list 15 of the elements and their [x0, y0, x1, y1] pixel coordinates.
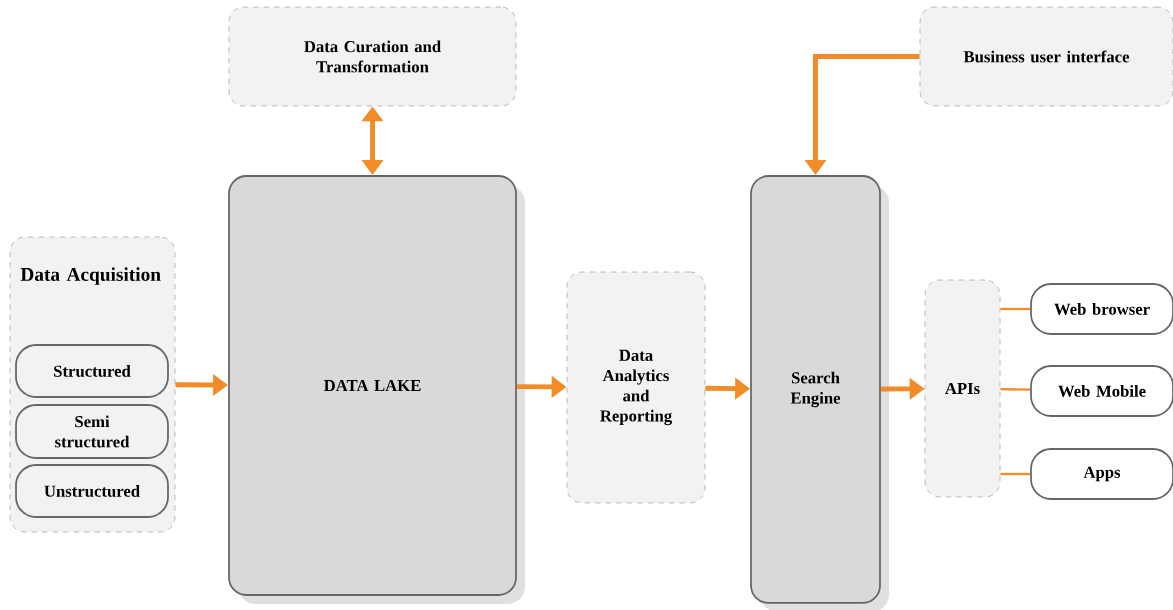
dashed-box: Data Analytics and Reporting [566, 271, 706, 504]
dashed-box: Data Curation and Transformation [228, 6, 517, 107]
rounded-box: Web browser [1030, 283, 1173, 335]
connector-line [1000, 388, 1031, 391]
connector-line [1000, 472, 1031, 476]
rounded-box: Unstructured [15, 464, 169, 518]
dashed-box: APIs [924, 279, 1001, 498]
rounded-box: Web Mobile [1030, 365, 1173, 417]
dashed-box: Business user interface [919, 6, 1173, 107]
process-box: DATA LAKE [228, 175, 525, 604]
process-box: Search Engine [750, 175, 889, 610]
rounded-box: Semi structured [15, 404, 169, 459]
connector-line [1000, 307, 1031, 311]
rounded-box: Structured [15, 344, 169, 398]
rounded-box: Apps [1030, 448, 1173, 500]
